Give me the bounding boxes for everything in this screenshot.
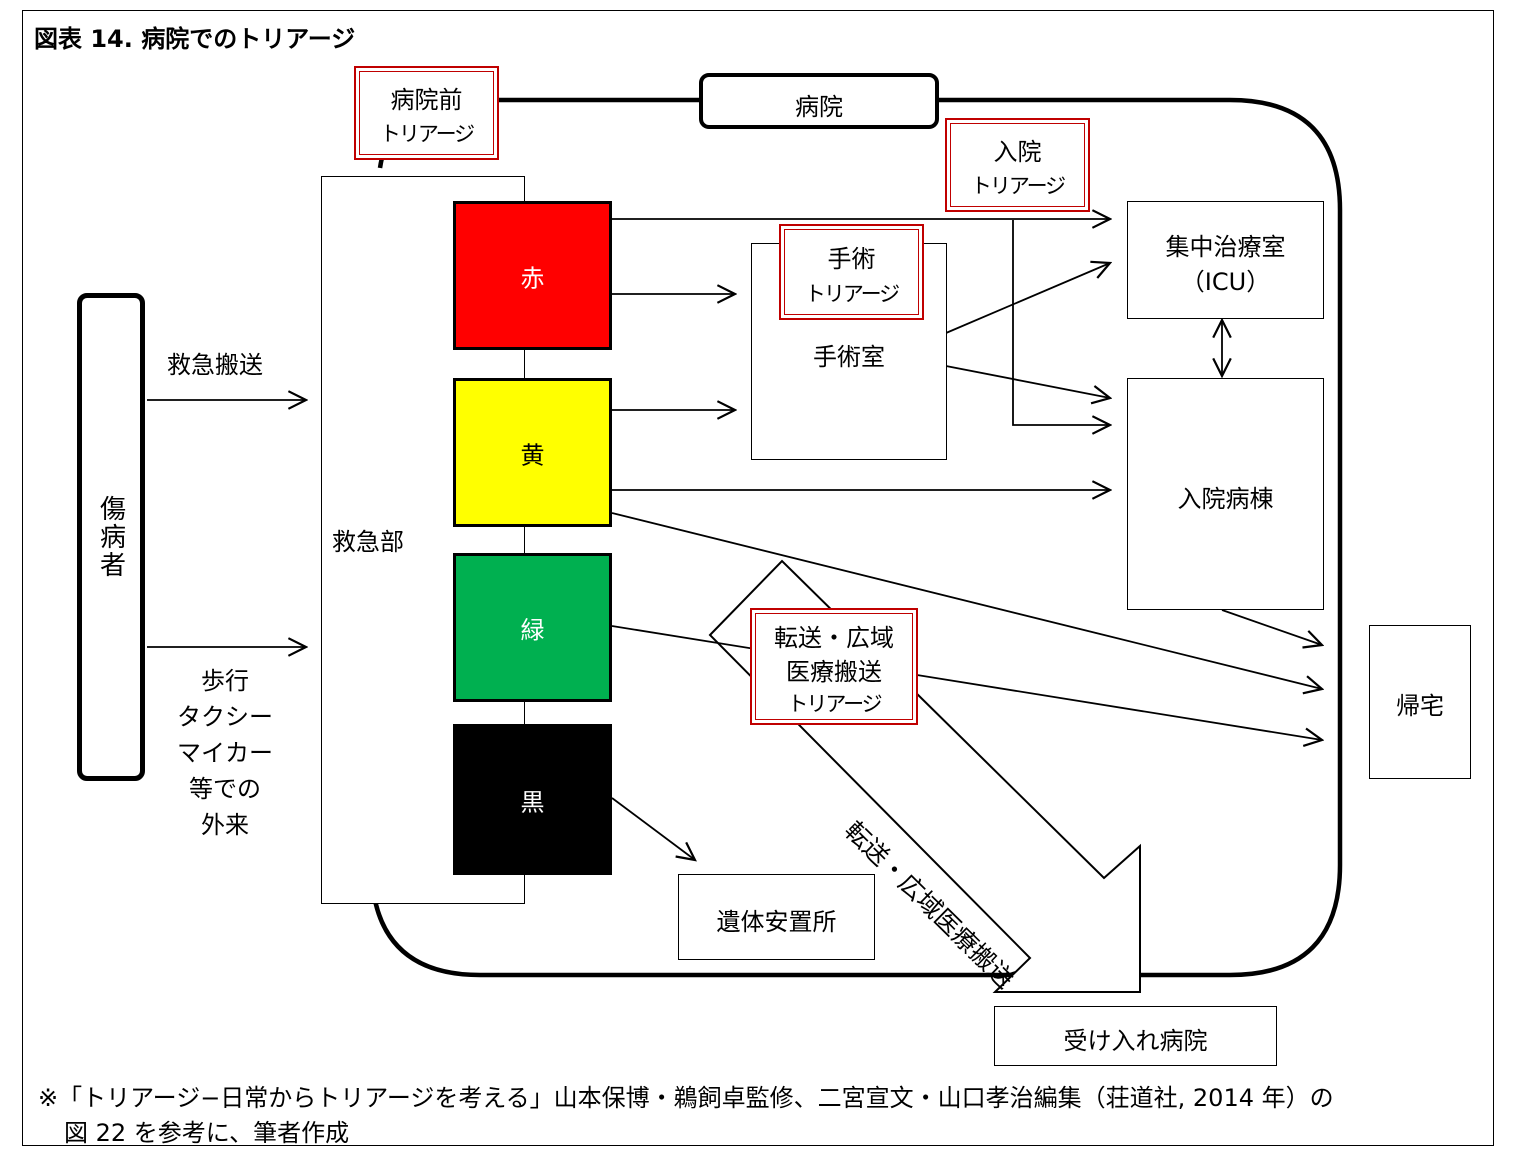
admission-triage-box: 入院 トリアージ — [945, 118, 1090, 212]
surgery-triage-box: 手術 トリアージ — [779, 224, 924, 320]
source-note-line1: ※「トリアージ−日常からトリアージを考える」山本保博・鵜飼卓監修、二宮宣文・山口… — [38, 1084, 1334, 1112]
triage-red-label: 赤 — [520, 264, 545, 292]
arrow-or-icu — [945, 263, 1110, 334]
walkin-labels: 歩行 タクシー マイカー 等での 外来 — [160, 663, 290, 843]
arrow-or-ward — [945, 365, 1110, 398]
morgue-label: 遺体安置所 — [716, 908, 837, 936]
admission-triage-line2: トリアージ — [970, 174, 1066, 198]
transfer-triage-line1: 転送・広域 — [774, 624, 894, 652]
patient-box: 傷病者 — [77, 293, 145, 781]
ambulance-label: 救急搬送 — [167, 351, 263, 379]
operating-room-label: 手術室 — [813, 343, 885, 371]
home-box: 帰宅 — [1369, 625, 1471, 779]
admission-triage-line1: 入院 — [993, 138, 1042, 166]
surgery-triage-line2: トリアージ — [804, 282, 900, 306]
triage-yellow-label: 黄 — [520, 441, 545, 469]
walkin-label-1: 歩行 — [201, 667, 249, 695]
patient-label: 傷病者 — [95, 495, 126, 579]
icu-box: 集中治療室 （ICU） — [1127, 201, 1324, 319]
transfer-triage-line2: 医療搬送 — [786, 658, 882, 686]
prehospital-triage-line2: トリアージ — [379, 122, 475, 146]
prehospital-triage-line1: 病院前 — [390, 86, 463, 114]
receiving-hospital-label: 受け入れ病院 — [1063, 1027, 1208, 1055]
prehospital-triage-box: 病院前 トリアージ — [354, 66, 499, 160]
triage-red: 赤 — [453, 201, 612, 350]
triage-green-label: 緑 — [520, 616, 545, 644]
hospital-label-box: 病院 — [699, 73, 939, 129]
icu-label-line2: （ICU） — [1180, 268, 1271, 296]
morgue-box: 遺体安置所 — [678, 874, 875, 960]
surgery-triage-line1: 手術 — [827, 245, 876, 273]
home-label: 帰宅 — [1396, 692, 1444, 720]
ward-box: 入院病棟 — [1127, 378, 1324, 610]
icu-label-line1: 集中治療室 — [1165, 233, 1286, 261]
ward-label: 入院病棟 — [1177, 485, 1274, 513]
triage-green: 緑 — [453, 553, 612, 702]
transfer-triage-box: 転送・広域 医療搬送 トリアージ — [750, 608, 918, 725]
arrow-green-home — [611, 625, 1322, 740]
transfer-triage-line3: トリアージ — [787, 692, 882, 716]
arrow-ward-home — [1221, 609, 1322, 645]
figure-frame — [22, 10, 1494, 1146]
hospital-label: 病院 — [795, 93, 843, 121]
receiving-hospital-box: 受け入れ病院 — [994, 1006, 1277, 1066]
triage-black-label: 黒 — [520, 788, 545, 816]
walkin-label-2: タクシー — [177, 703, 273, 731]
walkin-label-4: 等での — [189, 775, 261, 803]
arrow-yellow-home — [611, 512, 1322, 689]
triage-yellow: 黄 — [453, 378, 612, 527]
source-note-line2: 図 22 を参考に、筆者作成 — [64, 1119, 350, 1147]
arrow-black-morgue — [611, 797, 695, 860]
er-label: 救急部 — [332, 528, 404, 556]
figure-title: 図表 14. 病院でのトリアージ — [34, 25, 356, 53]
walkin-label-3: マイカー — [177, 739, 273, 767]
walkin-label-5: 外来 — [201, 811, 249, 839]
triage-black: 黒 — [453, 724, 612, 875]
arrow-admission-ward — [1012, 220, 1110, 425]
